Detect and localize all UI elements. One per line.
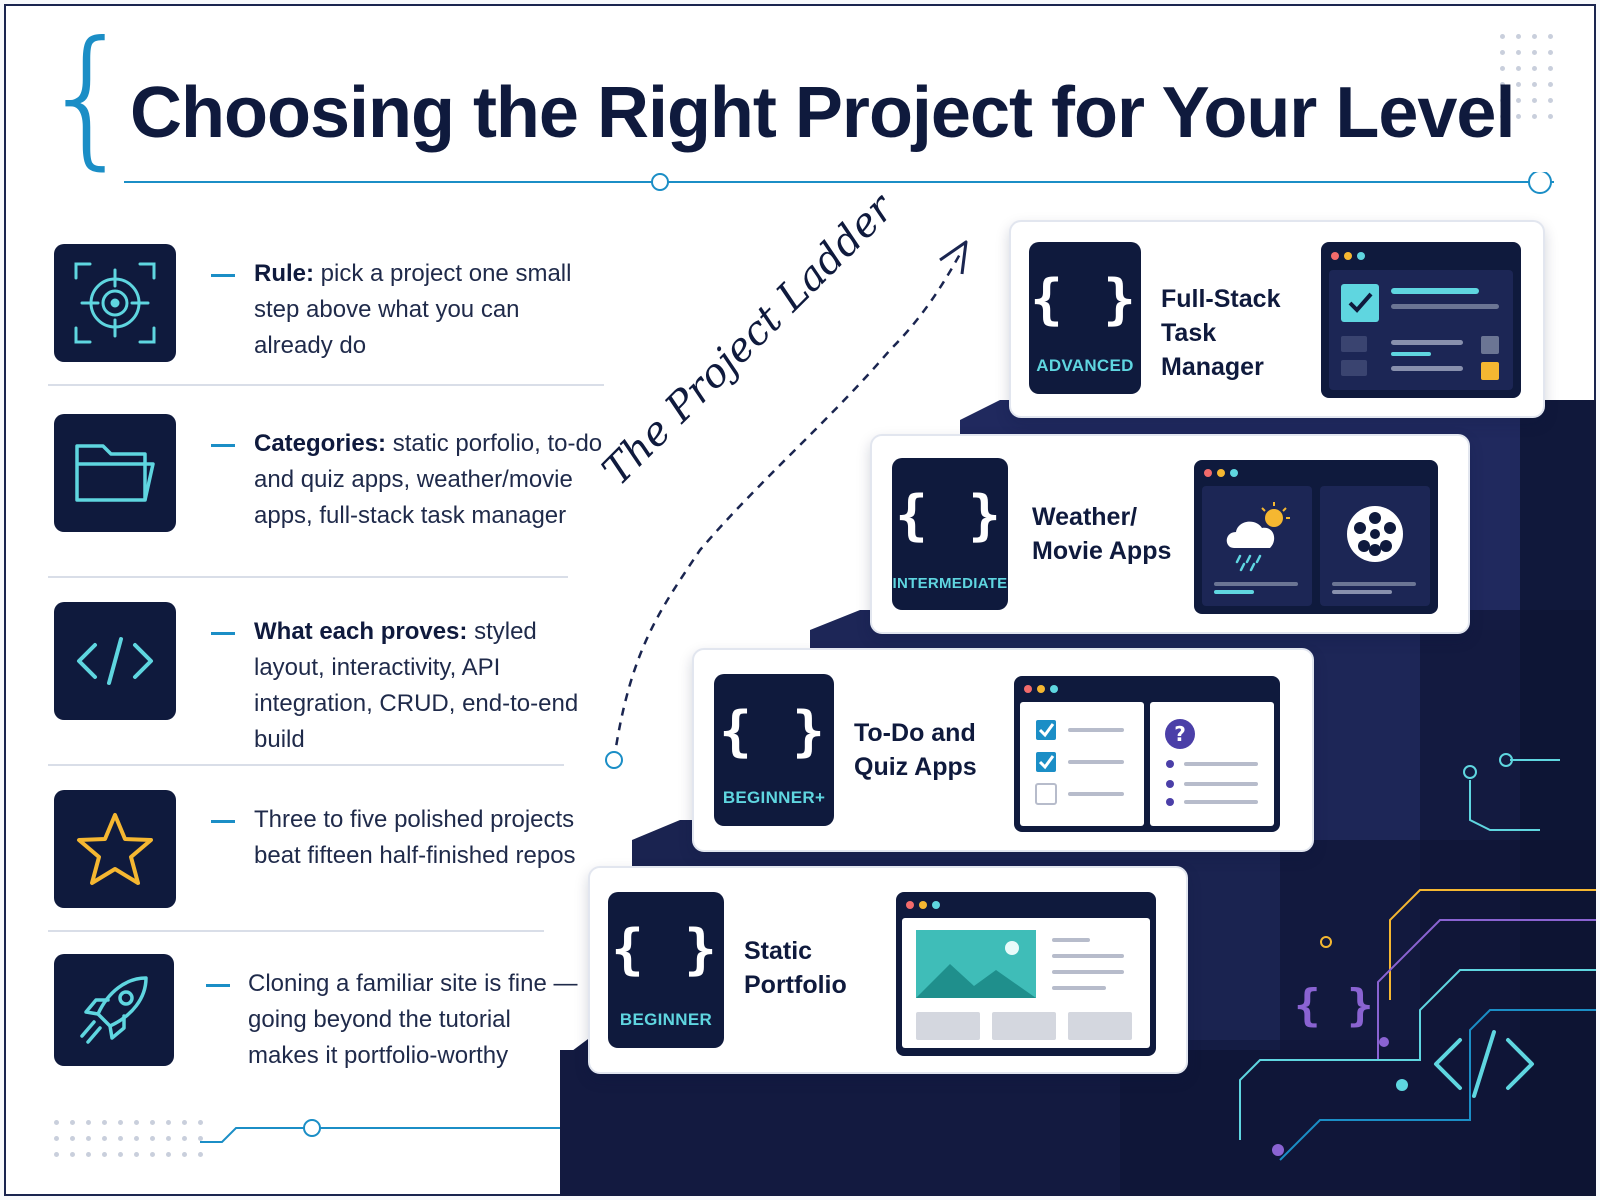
divider <box>48 930 544 932</box>
tip-body: pick a project one small step above what… <box>254 260 572 359</box>
tip-label: What each proves: <box>254 618 468 645</box>
tip-body: styled layout, interactivity, API integr… <box>254 618 579 753</box>
tip-dash <box>211 274 235 277</box>
divider <box>48 576 568 578</box>
folder-icon <box>54 414 176 532</box>
svg-text:{ }: { } <box>1294 980 1373 1031</box>
weather-movie-preview <box>1194 460 1438 614</box>
tip-polished-projects: Three to five polished projects beat fif… <box>54 790 614 920</box>
tip-dash <box>211 820 235 823</box>
braces-icon: { } <box>719 700 829 763</box>
step-title: To-Do and Quiz Apps <box>854 719 977 781</box>
tip-body: static porfolio, to-do and quiz apps, we… <box>254 430 603 529</box>
tip-cloning: Cloning a familiar site is fine — going … <box>54 954 614 1084</box>
dot-grid-bottom-left <box>54 1120 203 1157</box>
portfolio-preview <box>896 892 1156 1056</box>
tip-text: Rule: pick a project one small step abov… <box>254 256 604 364</box>
todo-quiz-preview: ? <box>1014 676 1280 832</box>
code-icon <box>54 602 176 720</box>
braces-icon: { } <box>1030 268 1140 331</box>
braces-icon: { } <box>895 484 1005 547</box>
brace-decoration-icon: { <box>40 10 136 184</box>
tip-label: Categories: <box>254 430 387 457</box>
tip-body: Three to five polished projects beat fif… <box>254 806 576 869</box>
tip-dash <box>211 632 235 635</box>
step-title: Full-Stack Task Manager <box>1161 285 1281 381</box>
divider <box>48 384 604 386</box>
tip-text: Three to five polished projects beat fif… <box>254 802 604 874</box>
tip-dash <box>211 444 235 447</box>
tip-label: Rule: <box>254 260 314 287</box>
level-badge: { } ADVANCED <box>1029 242 1141 394</box>
step-card-intermediate: { } INTERMEDIATE Weather/ Movie Apps <box>870 434 1470 634</box>
task-dashboard-preview <box>1321 242 1521 398</box>
tip-categories: Categories: static porfolio, to-do and q… <box>54 414 614 564</box>
rocket-icon <box>54 954 174 1066</box>
target-icon <box>54 244 176 362</box>
level-label: ADVANCED <box>1036 356 1134 375</box>
tip-text: What each proves: styled layout, interac… <box>254 614 604 758</box>
tip-text: Cloning a familiar site is fine — going … <box>248 966 578 1074</box>
step-card-advanced: { } ADVANCED Full-Stack Task Manager <box>1009 220 1545 418</box>
level-label: BEGINNER <box>619 1010 713 1029</box>
tip-body: Cloning a familiar site is fine — going … <box>248 970 578 1069</box>
ladder-arrow <box>605 240 968 769</box>
step-title: Weather/ Movie Apps <box>1032 503 1172 565</box>
star-icon <box>54 790 176 908</box>
title-rule <box>124 172 1554 194</box>
dot-grid-top-right <box>1500 34 1553 119</box>
level-badge: { } BEGINNER <box>608 892 724 1048</box>
level-badge: { } INTERMEDIATE <box>892 458 1008 610</box>
step-title: Static Portfolio <box>744 937 847 999</box>
step-card-beginner: { } BEGINNER Static Portfolio <box>588 866 1188 1074</box>
svg-text:?: ? <box>1174 722 1186 746</box>
level-label: BEGINNER+ <box>722 788 826 807</box>
tip-dash <box>206 984 230 987</box>
page-title: Choosing the Right Project for Your Leve… <box>130 73 1515 153</box>
braces-icon: { } <box>611 918 721 981</box>
level-badge: { } BEGINNER+ <box>714 674 834 826</box>
tip-text: Categories: static porfolio, to-do and q… <box>254 426 604 534</box>
level-label: INTERMEDIATE <box>892 575 1008 592</box>
step-card-beginner-plus: { } BEGINNER+ To-Do and Quiz Apps ? <box>692 648 1314 852</box>
divider <box>48 764 564 766</box>
tip-what-each-proves: What each proves: styled layout, interac… <box>54 602 614 753</box>
tip-rule: Rule: pick a project one small step abov… <box>54 244 614 374</box>
